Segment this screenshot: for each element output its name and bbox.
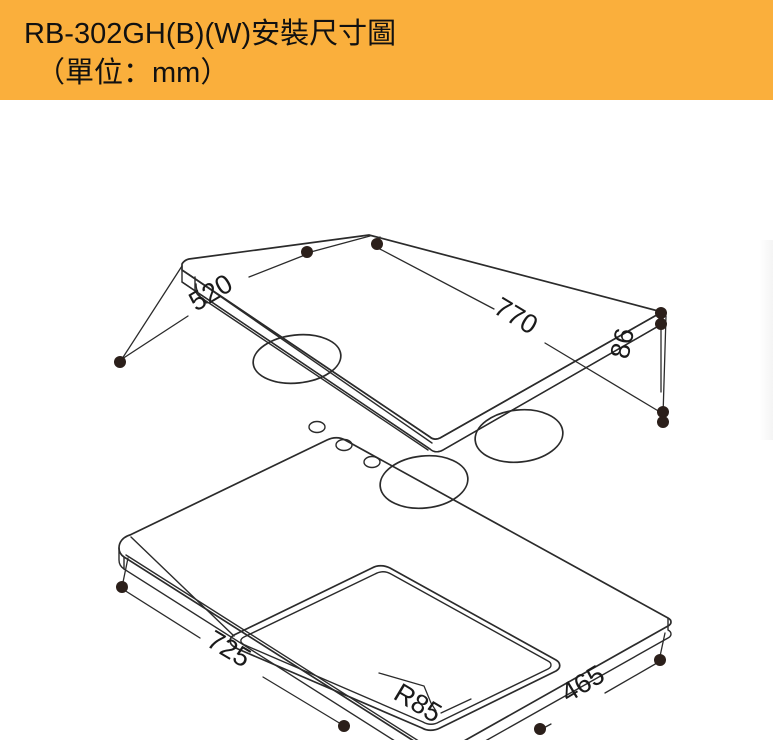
cooktop-seam-line	[187, 273, 433, 444]
dim-520-dot-right	[301, 246, 313, 258]
dim-86-dot-top	[655, 307, 667, 319]
burner-left-rear	[252, 333, 342, 385]
dim-725-line-b	[262, 676, 342, 725]
page-title-line-2: （單位：mm）	[36, 57, 230, 89]
cooktop-face-outline	[181, 234, 663, 440]
page-title-line-1: RB-302GH(B)(W)安裝尺寸圖	[24, 18, 397, 50]
dim-520-ext-left	[119, 265, 183, 363]
dim-520-line-a	[121, 315, 189, 360]
dim-r85-leader	[378, 672, 437, 712]
cutout-opening-inner	[240, 571, 552, 725]
dim-520-line-b	[248, 254, 306, 278]
header-band: RB-302GH(B)(W)安裝尺寸圖 （單位：mm）	[0, 0, 773, 100]
dim-770-dot-right-2	[657, 416, 669, 428]
dimension-drawing-svg: 520 770 86	[114, 234, 672, 740]
countertop-edge-band	[118, 547, 672, 740]
dim-725-dot-left	[116, 581, 128, 593]
dim-86-dot-top-2	[655, 318, 667, 330]
dimension-725: 725	[116, 557, 350, 732]
dim-465-dot-left	[534, 723, 546, 735]
dim-770-dot-right	[657, 406, 669, 418]
dim-520-dot-left	[114, 356, 126, 368]
dim-465-line-a	[604, 662, 658, 694]
dimension-520: 520	[114, 235, 371, 368]
cooktop-corner-fillet	[195, 283, 208, 304]
dimension-465: 465	[534, 632, 666, 735]
dim-770-line-b	[544, 342, 661, 413]
cutout-flange-line	[130, 536, 235, 637]
countertop-cutout-group	[118, 436, 672, 740]
cooktop-skirt-bottom	[181, 281, 663, 453]
technical-drawing-area: 520 770 86	[0, 100, 773, 740]
cutout-opening-outer	[229, 564, 561, 732]
dimension-86: 86	[605, 307, 667, 393]
dim-465-value: 465	[556, 659, 610, 708]
dim-r85-value: R85	[389, 677, 447, 728]
countertop-inner-guide-a	[125, 554, 419, 740]
dim-r85-leader-2	[440, 698, 472, 714]
control-knob-2[interactable]	[335, 438, 353, 452]
dim-465-dot-right	[654, 654, 666, 666]
dim-520-ext-right	[306, 235, 371, 254]
cooktop-panel-group	[181, 234, 663, 510]
dim-770-dot-left	[371, 238, 383, 250]
burner-right-front	[474, 408, 564, 464]
control-knob-1[interactable]	[308, 420, 326, 434]
dim-770-value: 770	[489, 291, 543, 340]
control-knob-3[interactable]	[363, 455, 381, 469]
burner-left-front	[379, 454, 469, 510]
dim-770-line-a	[377, 247, 495, 310]
dim-725-dot-right	[338, 720, 350, 732]
dim-770-ext-right	[662, 315, 667, 417]
dim-725-line-a	[123, 589, 201, 639]
dim-86-value: 86	[605, 326, 641, 362]
